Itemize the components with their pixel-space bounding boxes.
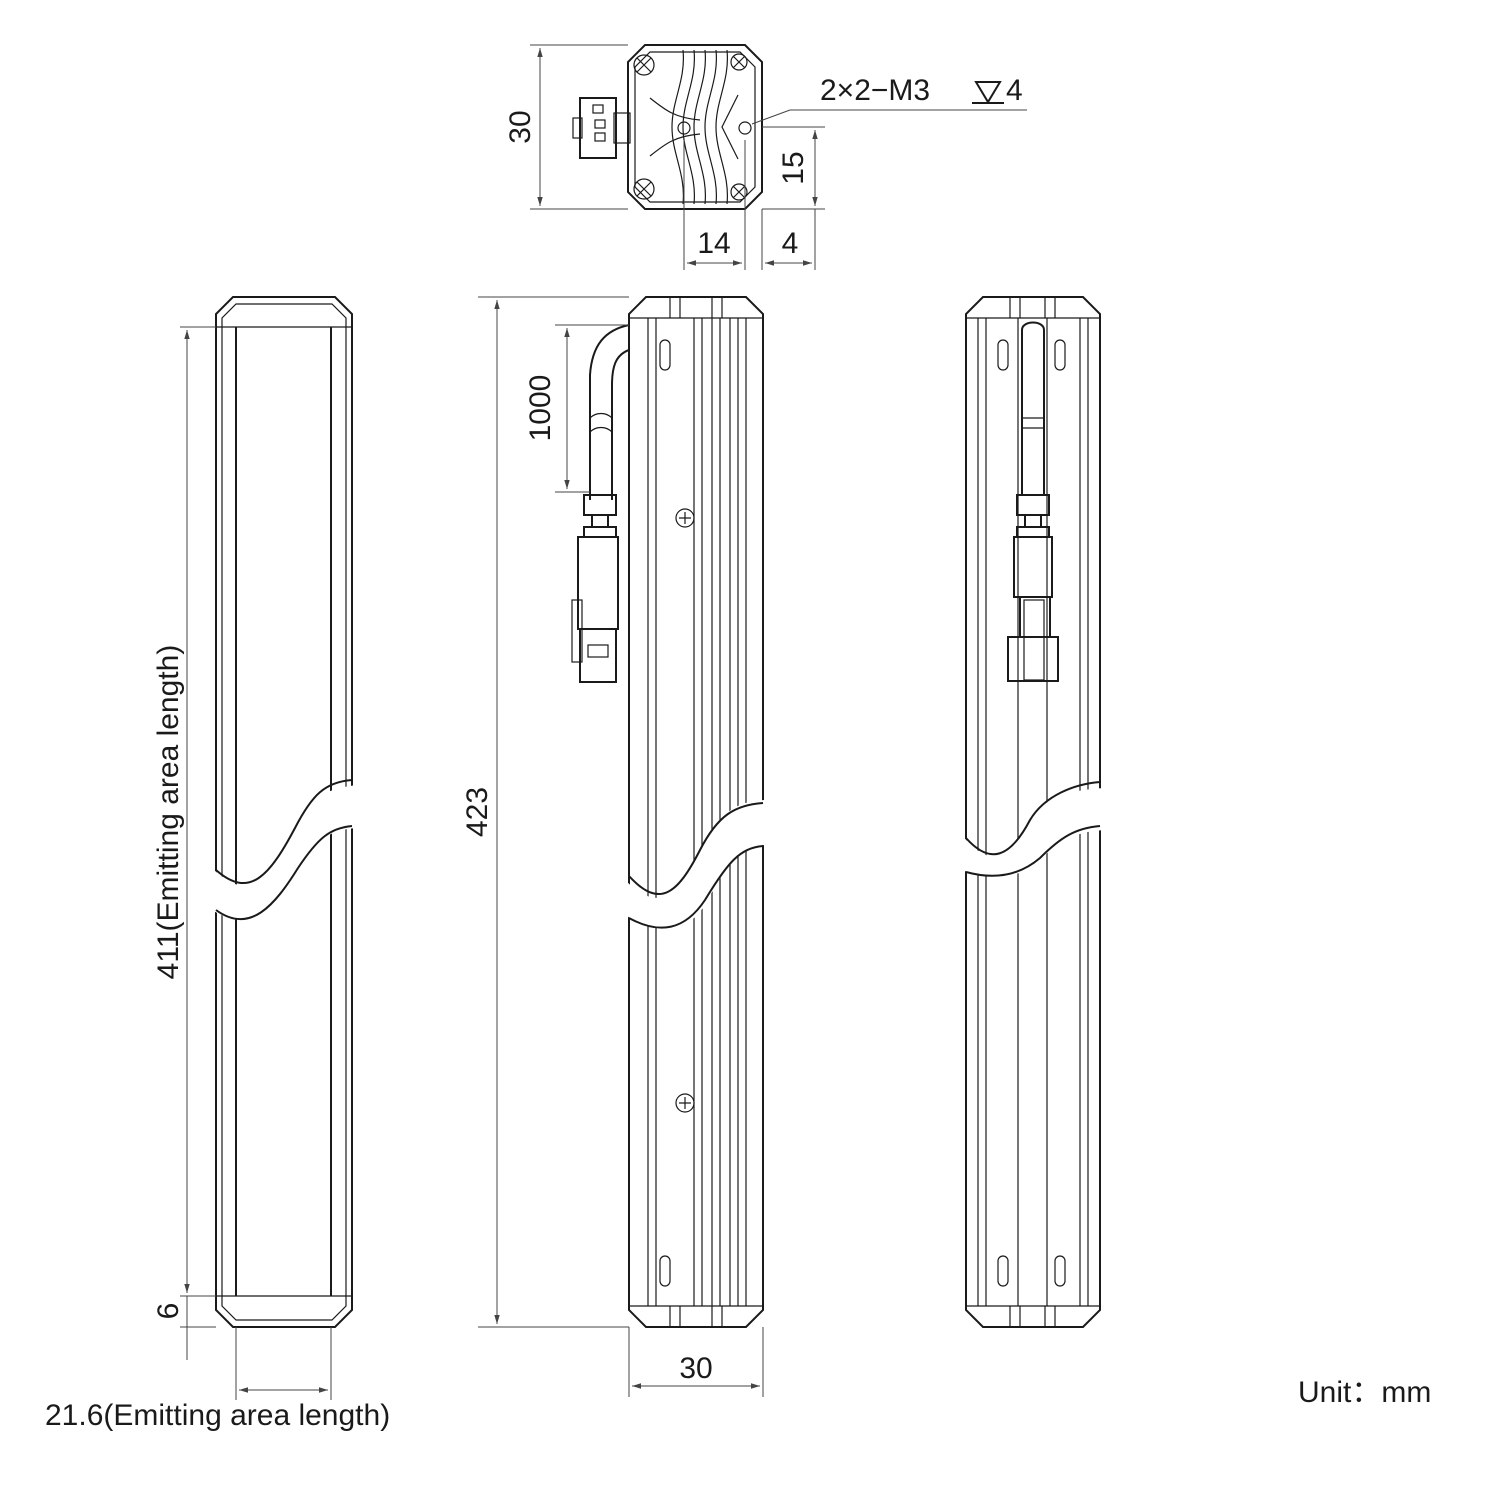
connector-icon (1007, 494, 1059, 682)
labels: 30 2×2−M3 4 15 14 4 411(Emitting area le… (45, 74, 1431, 1432)
end-offset-dim: 6 (152, 1303, 185, 1320)
cable-length-dim: 1000 (524, 375, 557, 442)
width-dim: 30 (679, 1352, 712, 1385)
emitting-width-dim: 21.6(Emitting area length) (45, 1399, 390, 1432)
emitting-length-dim: 411(Emitting area length) (152, 645, 185, 980)
screw-head-icon (633, 53, 748, 201)
total-length-dim: 423 (461, 787, 494, 837)
side-view (478, 296, 767, 1397)
hole-note: 2×2−M3 (820, 74, 930, 107)
hole-offset-dim: 15 (777, 151, 810, 184)
hole-depth: 4 (1006, 74, 1023, 107)
connector-icon (571, 494, 619, 683)
screw-head-icon (675, 508, 695, 1113)
rear-view (962, 296, 1104, 1328)
spacing-right-dim: 4 (782, 227, 799, 260)
front-view (180, 296, 356, 1400)
connector-icon (572, 97, 631, 159)
unit-label: Unit：mm (1298, 1376, 1431, 1409)
spacing-left-dim: 14 (697, 227, 730, 260)
top-height-dim: 30 (504, 110, 537, 143)
top-view (530, 44, 1027, 270)
depth-symbol-icon (972, 81, 1004, 104)
